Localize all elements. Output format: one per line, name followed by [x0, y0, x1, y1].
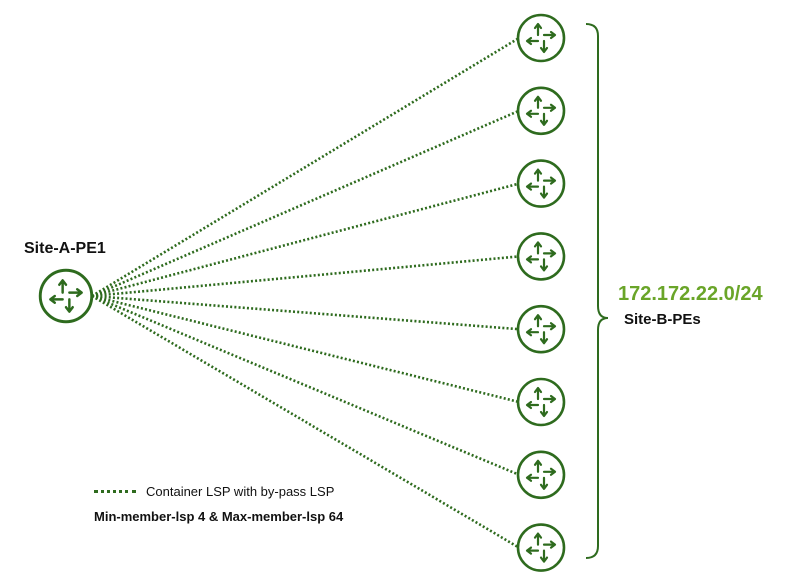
site-b-label: Site-B-PEs [624, 311, 701, 328]
lsp-link [91, 109, 520, 298]
site-b-router-icon [516, 377, 566, 427]
lsp-link [91, 294, 520, 331]
lsp-link [91, 294, 520, 404]
lsp-link [91, 294, 520, 549]
dotted-line-swatch [94, 490, 136, 493]
site-b-router-icon [516, 523, 566, 572]
site-b-router-icon [516, 159, 566, 208]
site-b-bracket [585, 23, 609, 559]
site-b-router-icon [516, 86, 566, 136]
lsp-link [91, 294, 520, 476]
router-icon [38, 268, 94, 324]
site-b-router-icon [516, 13, 566, 63]
site-a-router-icon [38, 268, 94, 324]
legend-member-note: Min-member-lsp 4 & Max-member-lsp 64 [94, 509, 344, 524]
site-b-router-icon [516, 232, 566, 281]
site-b-router-icon [516, 450, 566, 500]
lsp-link [91, 36, 520, 298]
subnet-label: 172.172.22.0/24 [618, 283, 763, 305]
site-b-router-icon [516, 304, 566, 354]
source-router-label: Site-A-PE1 [24, 240, 106, 257]
lsp-link [91, 255, 520, 298]
legend-row: Container LSP with by-pass LSP [94, 484, 343, 499]
legend: Container LSP with by-pass LSP Min-membe… [94, 484, 343, 524]
lsp-links [91, 36, 520, 549]
legend-line-text: Container LSP with by-pass LSP [146, 484, 335, 499]
lsp-link [91, 182, 520, 298]
